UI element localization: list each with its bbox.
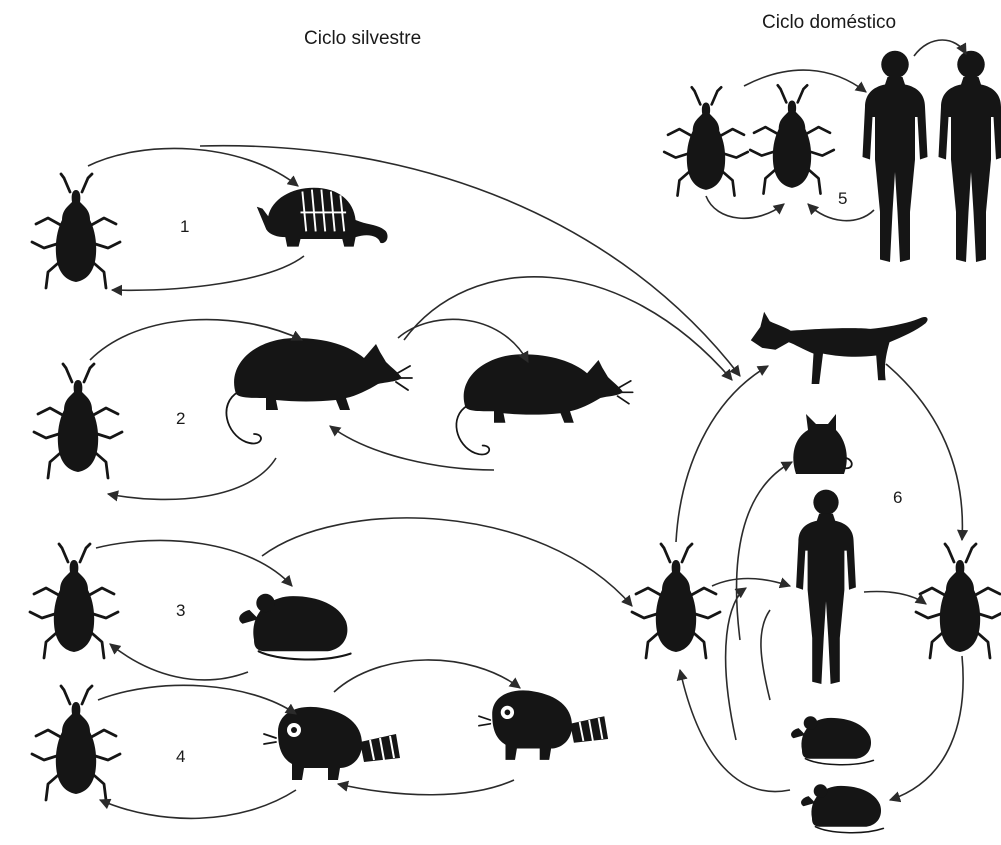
domestic-cycle (664, 40, 1001, 262)
cycle-number-1: 1 (180, 217, 189, 236)
rodent-icon (791, 716, 873, 765)
triatomine-bug-icon (30, 544, 118, 658)
cycle-number-6: 6 (893, 488, 902, 507)
triatomine-bug-icon (916, 544, 1001, 658)
sylvatic-cycle-title: Ciclo silvestre (304, 28, 421, 49)
triatomine-bug-icon (32, 174, 120, 288)
raccoon-icon (479, 690, 608, 759)
cycle-number-5: 5 (838, 189, 847, 208)
triatomine-bug-icon (750, 85, 834, 193)
rodent-icon (801, 784, 883, 833)
triatomine-bug-icon (32, 686, 120, 800)
sylvatic-cycle-1 (32, 146, 740, 376)
cycle-number-2: 2 (176, 409, 185, 428)
triatomine-bug-icon (632, 544, 720, 658)
armadillo-icon (257, 188, 388, 247)
rat-icon (226, 338, 412, 443)
opossum-icon (456, 354, 632, 454)
human-icon (863, 51, 928, 262)
dog-icon (751, 312, 928, 384)
sylvatic-cycle-3 (30, 518, 632, 680)
human-icon (939, 51, 1001, 262)
triatomine-bug-icon (664, 87, 748, 195)
domestic-cycle-title: Ciclo doméstico (762, 12, 896, 33)
rodent-icon (239, 594, 350, 660)
cycle-number-4: 4 (176, 747, 185, 766)
cycle-number-3: 3 (176, 601, 185, 620)
sylvatic-cycle-4 (32, 660, 608, 818)
sylvatic-cycle-2 (34, 277, 732, 500)
raccoon-icon (264, 707, 400, 780)
triatomine-bug-icon (34, 364, 122, 478)
cat-icon (793, 414, 851, 474)
peridomestic-cycle-6 (632, 312, 1001, 833)
human-icon (796, 490, 856, 684)
